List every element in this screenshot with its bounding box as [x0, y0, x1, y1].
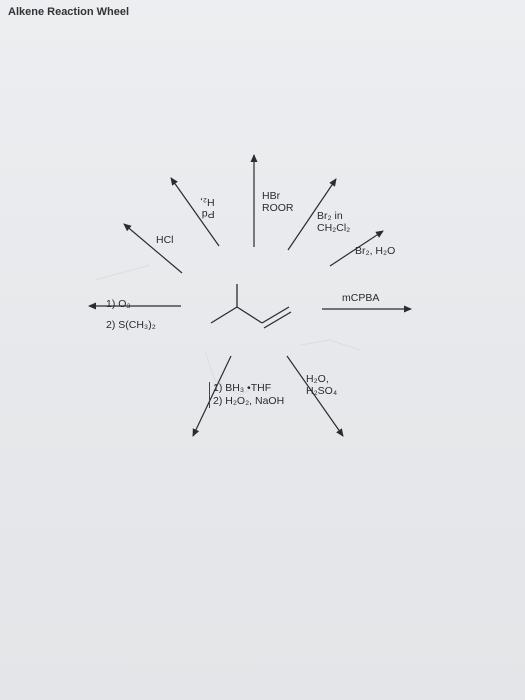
reagent-ozonolysis: 1) O₃ 2) S(CH₃)₂ [106, 298, 156, 331]
arrow-h2-pd [170, 177, 220, 247]
reagent-br2-ch2cl2: Br₂ in CH₂Cl₂ [317, 210, 351, 234]
page-title: Alkene Reaction Wheel [8, 6, 130, 18]
reagent-br2-h2o: Br₂, H₂O [355, 245, 396, 257]
reagent-hcl: HCl [156, 234, 174, 246]
reagent-hydroboration: 1) BH₃ •THF 2) H₂O₂, NaOH [209, 382, 284, 408]
arrow-hydroboration [192, 355, 232, 437]
reagent-h2-pd: Pd H₂, [200, 196, 215, 220]
bleed-through-marks [94, 264, 361, 396]
arrow-hcl [123, 223, 183, 274]
reagent-mcpba: mCPBA [342, 292, 380, 304]
arrow-br2-ch2cl2 [287, 178, 337, 251]
reagent-hbr-roor: HBr ROOR [262, 190, 294, 214]
alkene-structure [210, 284, 292, 329]
arrow-hydration [286, 355, 344, 437]
reagent-hydration: H₂O, H₂SO₄ [306, 373, 338, 397]
arrow-br2-h2o [329, 230, 384, 267]
